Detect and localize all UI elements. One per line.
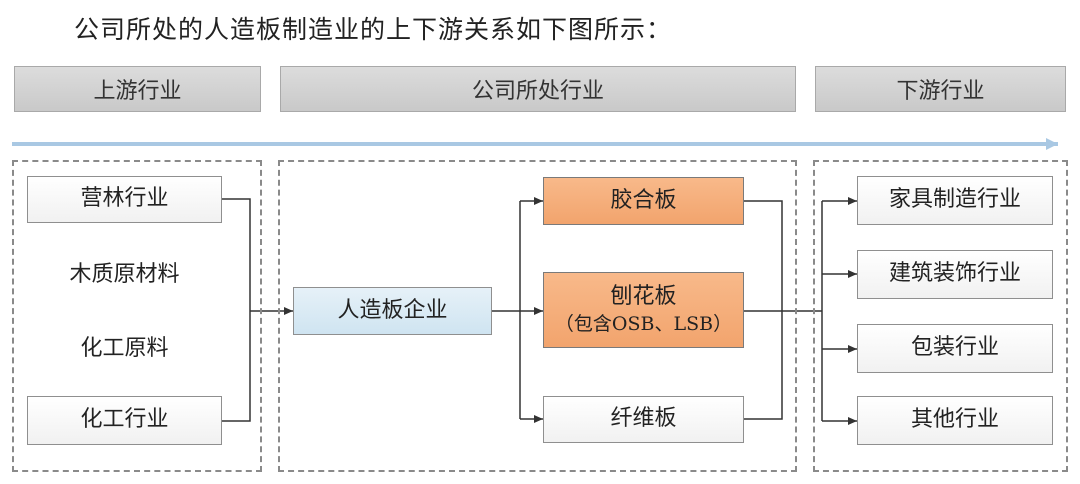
node-wood-material: 木质原材料 xyxy=(69,262,180,288)
node-packaging: 包装行业 xyxy=(857,324,1053,373)
page-title: 公司所处的人造板制造业的上下游关系如下图所示： xyxy=(74,15,673,44)
node-fiberboard: 纤维板 xyxy=(543,396,744,443)
node-chemical-material: 化工原料 xyxy=(80,336,169,362)
company-group xyxy=(278,160,797,472)
node-particleboard: 刨花板 （包含OSB、LSB） xyxy=(543,272,744,348)
connector-forestry xyxy=(222,198,251,311)
node-enterprise: 人造板企业 xyxy=(293,287,492,335)
connector-chemical-industry xyxy=(222,311,251,422)
node-furniture: 家具制造行业 xyxy=(857,176,1053,225)
node-other: 其他行业 xyxy=(857,396,1053,445)
node-plywood: 胶合板 xyxy=(543,177,744,225)
node-chemical-industry: 化工行业 xyxy=(27,396,222,445)
connector-fiberboard-out xyxy=(744,311,783,420)
upstream-group xyxy=(12,160,262,472)
header-downstream: 下游行业 xyxy=(815,66,1066,112)
header-upstream: 上游行业 xyxy=(14,66,261,112)
header-company: 公司所处行业 xyxy=(280,66,796,112)
node-decoration: 建筑装饰行业 xyxy=(857,250,1053,299)
node-forestry: 营林行业 xyxy=(27,176,222,223)
connector-plywood-out xyxy=(744,200,783,311)
downstream-group xyxy=(813,160,1068,472)
particleboard-note: （包含OSB、LSB） xyxy=(554,312,733,335)
particleboard-label: 刨花板 xyxy=(610,284,677,310)
